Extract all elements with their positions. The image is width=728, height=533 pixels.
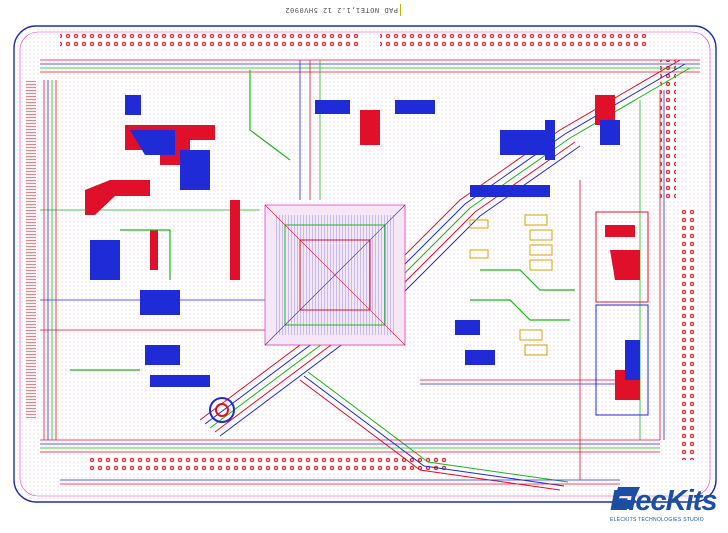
logo-wordmark: ElecKits — [610, 485, 717, 517]
eleckits-logo: ElecKits ELECKITS TECHNOLOGIES STUDIO — [606, 486, 728, 532]
trace-bank-vertical — [43, 60, 665, 480]
inner-layer-green — [70, 70, 575, 371]
header-top — [60, 34, 650, 50]
board-outline — [13, 25, 717, 503]
logo-tagline: ELECKITS TECHNOLOGIES STUDIO — [610, 517, 704, 523]
header-left — [26, 80, 36, 420]
cpu-bga-footprint — [264, 204, 406, 346]
copper-pour-bottom — [90, 95, 640, 387]
board-inner-outline — [19, 31, 711, 497]
ic-right-outline — [595, 211, 649, 416]
logo-graphic — [612, 487, 640, 509]
via-cluster — [209, 397, 235, 423]
silkscreen-components — [469, 214, 553, 356]
header-bottom — [90, 456, 450, 472]
mirrored-pad-label: PAD NOTE1,1.2 12 5HV0902 — [285, 4, 401, 16]
trace-bank-horizontal — [40, 59, 700, 485]
